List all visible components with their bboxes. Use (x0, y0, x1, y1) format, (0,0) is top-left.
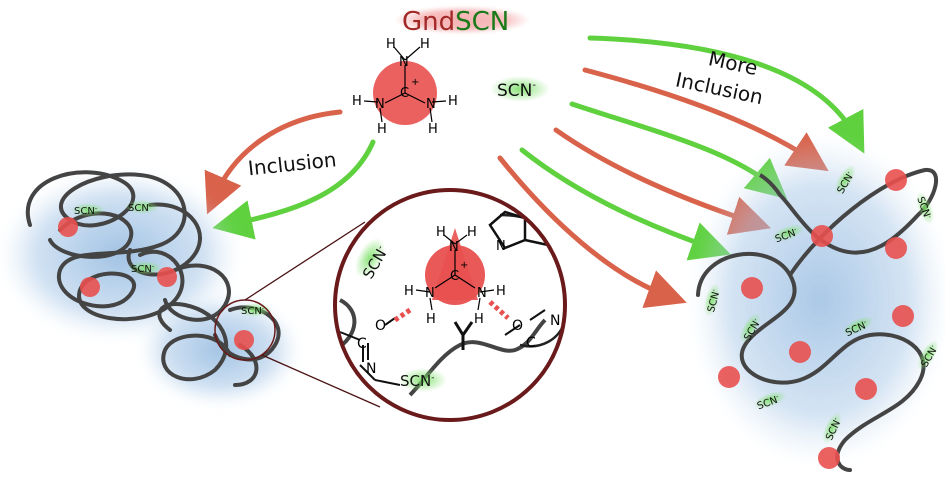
title-gnd: Gnd (402, 7, 455, 37)
zoom-mol-n2: N (425, 286, 435, 301)
zoom-o-right: O (512, 318, 523, 334)
svg-text:SCN-: SCN- (131, 263, 154, 275)
mol-h3: H (352, 94, 362, 109)
zoom-mol-h4: H (426, 312, 436, 327)
mol-h4: H (377, 122, 387, 137)
mol-h2: H (420, 37, 430, 52)
zoom-mol-h3: H (404, 284, 414, 299)
zoom-n-right: N (550, 313, 560, 329)
arrow-green-inclusion (212, 139, 376, 240)
zoom-mol-h2: H (467, 225, 477, 240)
extended-polymer-chain: SCN- SCN- SCN- SCN- SCN- SCN- SCN- SCN- … (690, 135, 945, 472)
zoom-o-left: O (375, 318, 386, 334)
scn-ion-top: SCN- (490, 76, 550, 102)
zoom-mol-charge: + (460, 260, 468, 271)
svg-text:SCN-: SCN- (705, 288, 723, 313)
svg-text:SCN-: SCN- (400, 372, 434, 390)
svg-text:SCN-: SCN- (74, 205, 97, 217)
mol-n-right: N (426, 97, 436, 112)
label-inclusion: Inclusion (247, 147, 338, 180)
mol-h5: H (448, 94, 458, 109)
compact-polymer-globule: SCN- SCN- SCN- SCN- (0, 170, 300, 405)
mol-n-left: N (375, 97, 385, 112)
more-inclusion-arrows (497, 35, 865, 308)
zoom-lines (244, 221, 381, 408)
mol-charge: + (411, 77, 419, 88)
zoom-h-left: H (354, 382, 364, 397)
zoom-ring (333, 188, 567, 422)
zoom-mol-h1: H (436, 225, 446, 240)
mol-n-top: N (399, 55, 409, 70)
guanidinium-molecule: C + N N N H H H H H H (352, 37, 458, 137)
zoom-mol-n3: N (477, 286, 487, 301)
arrow-red-inclusion (204, 109, 343, 215)
title: GndSCN (394, 6, 530, 37)
zoom-inset: N C O N H O C N (333, 188, 567, 422)
zoom-mol-n1: N (449, 240, 459, 255)
zoom-c-right: C (526, 335, 536, 351)
mol-h1: H (386, 37, 396, 52)
svg-text:GndSCN: GndSCN (402, 7, 509, 37)
inclusion-arrows (204, 109, 376, 240)
zoom-n-ring: N (496, 239, 506, 254)
title-scn: SCN (455, 7, 509, 37)
zoom-mol-h6: H (474, 312, 484, 327)
svg-text:SCN-: SCN- (128, 202, 151, 214)
mol-carbon: C (400, 86, 409, 101)
zoom-n-left: N (366, 361, 376, 377)
zoom-mol-h5: H (496, 284, 506, 299)
svg-text:SCN-: SCN- (241, 305, 264, 317)
zoom-mol-c: C (450, 269, 459, 284)
svg-text:SCN-: SCN- (497, 80, 536, 101)
zoom-c-left: C (357, 336, 367, 352)
mol-h6: H (428, 122, 438, 137)
